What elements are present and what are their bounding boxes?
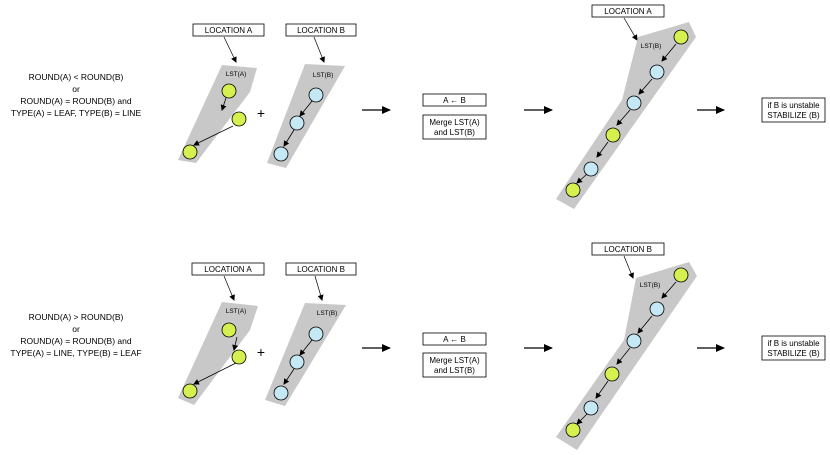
condition-line-2: or — [72, 84, 80, 94]
result-location-label: LOCATION B — [604, 245, 652, 254]
result-node — [673, 267, 689, 283]
result-node — [565, 422, 581, 438]
location-b-pointer — [313, 36, 325, 63]
lst-a-node — [231, 349, 247, 365]
lst-b-node — [273, 385, 289, 401]
merge-label-line-1: Merge LST(A) — [429, 118, 480, 127]
result-node — [649, 301, 665, 317]
location-b-label: LOCATION B — [297, 265, 345, 274]
location-a-pointer — [223, 275, 235, 301]
lst-a-node — [221, 83, 237, 99]
condition-line-1: ROUND(A) > ROUND(B) — [29, 312, 124, 322]
condition-line-4: TYPE(A) = LEAF, TYPE(B) = LINE — [11, 108, 142, 118]
condition-line-1: ROUND(A) < ROUND(B) — [29, 72, 124, 82]
location-a-box — [191, 262, 265, 276]
location-b-box — [285, 262, 357, 276]
stabilize-line-2: STABILIZE (B) — [767, 349, 820, 358]
result-location-pointer — [623, 255, 634, 279]
row-2: ROUND(A) > ROUND(B) or ROUND(A) = ROUND(… — [10, 242, 826, 450]
lst-b-node — [289, 115, 305, 131]
result-lst-label: LST(B) — [640, 282, 661, 289]
stabilize-box — [761, 97, 826, 123]
location-a-box — [192, 23, 265, 37]
location-a-label: LOCATION A — [205, 26, 253, 35]
merge-box — [422, 352, 487, 378]
assign-box — [422, 93, 487, 107]
result-node — [583, 161, 599, 177]
result-node — [626, 333, 642, 349]
result-node — [605, 127, 621, 143]
lst-b-node — [308, 87, 324, 103]
condition-line-4: TYPE(A) = LINE, TYPE(B) = LEAF — [10, 348, 141, 358]
result-region — [556, 262, 697, 450]
location-b-pointer — [314, 275, 324, 301]
result-location-pointer — [623, 17, 638, 41]
assign-label: A ← B — [443, 96, 466, 105]
lst-a-label: LST(A) — [226, 308, 247, 315]
lst-b-node — [289, 354, 305, 370]
result-node — [604, 366, 620, 382]
result-node — [626, 95, 642, 111]
stabilize-line-1: if B is unstable — [767, 101, 820, 110]
lst-a-node — [182, 383, 198, 399]
lst-b-label: LST(B) — [317, 310, 338, 317]
condition-line-2: or — [72, 324, 80, 334]
location-a-label: LOCATION A — [204, 265, 252, 274]
result-location-box — [591, 4, 665, 18]
plus-icon: + — [257, 344, 265, 360]
result-location-label: LOCATION A — [604, 7, 652, 16]
result-lst-label: LST(B) — [641, 43, 662, 50]
location-b-box — [285, 23, 357, 37]
assign-box — [422, 332, 487, 346]
merge-label-line-2: and LST(B) — [434, 366, 475, 375]
stabilize-line-2: STABILIZE (B) — [767, 111, 820, 120]
location-a-pointer — [223, 36, 237, 63]
stabilize-box — [761, 335, 826, 361]
lst-b-node — [308, 326, 324, 342]
stabilize-line-1: if B is unstable — [767, 339, 820, 348]
result-node — [673, 29, 689, 45]
result-node — [565, 182, 581, 198]
result-location-box — [591, 242, 665, 256]
row-1: ROUND(A) < ROUND(B) or ROUND(A) = ROUND(… — [11, 4, 826, 209]
lst-a-region — [178, 65, 257, 163]
result-node — [583, 400, 599, 416]
condition-line-3: ROUND(A) = ROUND(B) and — [20, 336, 131, 346]
result-region — [556, 22, 696, 209]
condition-line-3: ROUND(A) = ROUND(B) and — [20, 96, 131, 106]
lst-a-label: LST(A) — [226, 71, 247, 78]
location-b-label: LOCATION B — [297, 26, 345, 35]
plus-icon: + — [257, 105, 265, 121]
result-node — [649, 64, 665, 80]
lst-a-node — [231, 111, 247, 127]
lst-b-node — [273, 146, 289, 162]
assign-label: A ← B — [443, 335, 466, 344]
lst-a-node — [182, 144, 198, 160]
merge-label-line-1: Merge LST(A) — [429, 356, 480, 365]
lst-b-label: LST(B) — [313, 72, 334, 79]
merge-box — [422, 114, 487, 140]
merge-label-line-2: and LST(B) — [434, 128, 475, 137]
lst-a-node — [221, 322, 237, 338]
